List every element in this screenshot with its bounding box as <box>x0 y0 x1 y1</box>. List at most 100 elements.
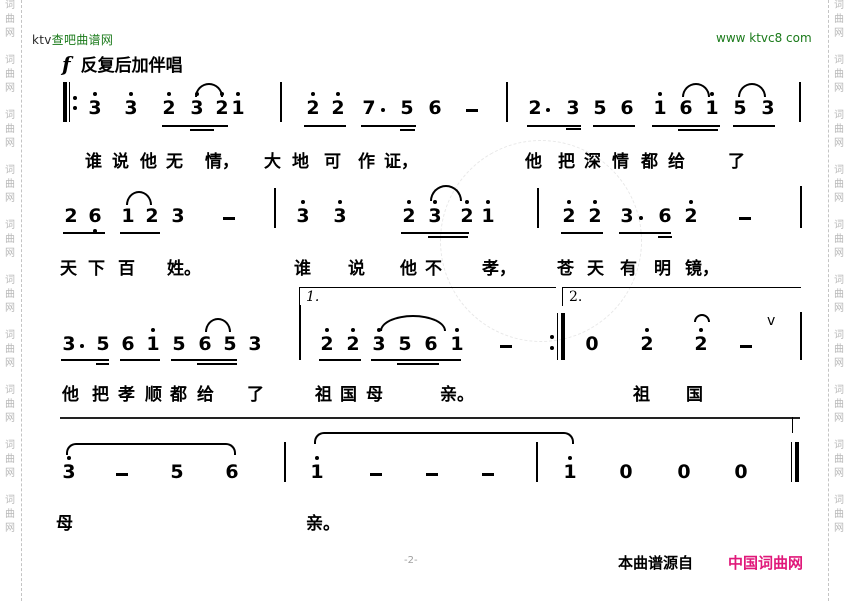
lyric: 谁 <box>85 152 102 172</box>
augmentation-dot <box>381 108 385 112</box>
note: 3 <box>248 333 262 355</box>
note: 1 <box>705 92 719 119</box>
repeat-dot <box>550 335 554 339</box>
lyric: 证， <box>384 152 418 172</box>
lyric: 孝， <box>482 259 516 279</box>
watermark-group: 词曲网 <box>834 439 844 481</box>
brand-left-name: 查吧曲谱网 <box>51 33 114 47</box>
watermark-group: 词曲网 <box>5 109 15 151</box>
source-site-link[interactable]: 中国词曲网 <box>728 554 804 572</box>
watermark-char: 网 <box>5 28 15 39</box>
note: 6 <box>679 97 693 119</box>
watermark-char: 词 <box>5 495 15 506</box>
note: 5 <box>96 333 110 355</box>
page-number: -2- <box>404 555 418 566</box>
watermark-group: 词曲网 <box>5 329 15 371</box>
slur <box>738 83 766 97</box>
augmentation-dot <box>639 216 643 220</box>
lyric: 亲。 <box>306 514 340 534</box>
beam <box>593 125 635 127</box>
beam <box>566 128 581 130</box>
fermata <box>694 314 710 322</box>
extension-dash <box>739 217 751 220</box>
note: 2 <box>64 205 78 227</box>
note: 1 <box>310 456 324 483</box>
lyric: 母 <box>56 514 73 534</box>
watermark-group: 词曲网 <box>5 164 15 206</box>
watermark-char: 网 <box>834 303 844 314</box>
watermark-char: 网 <box>834 248 844 259</box>
note: 2 <box>694 328 708 355</box>
beam <box>197 363 237 365</box>
lyric: 了 <box>728 152 745 172</box>
watermark-group: 词曲网 <box>834 164 844 206</box>
lyric: 给 <box>197 385 214 405</box>
lyric: 明 <box>654 259 671 279</box>
final-barline-thick <box>795 442 799 482</box>
brand-url[interactable]: www ktvc8 com <box>716 31 812 45</box>
barline <box>799 82 801 122</box>
watermark-group: 词曲网 <box>834 54 844 96</box>
watermark-char: 网 <box>834 523 844 534</box>
lyric: 祖 <box>633 385 650 405</box>
lyric: 苍 <box>557 259 574 279</box>
note: 0 <box>585 333 599 355</box>
note: 6 <box>88 205 102 233</box>
watermark-group: 词曲网 <box>5 274 15 316</box>
note: 2 <box>162 92 176 119</box>
lyric: 天 <box>587 259 604 279</box>
slur <box>682 83 710 97</box>
lyric: 天 <box>60 259 77 279</box>
watermark-char: 词 <box>5 440 15 451</box>
watermark-char: 曲 <box>834 509 844 520</box>
note: 7 <box>362 97 376 119</box>
beam <box>371 359 461 361</box>
beam <box>96 363 109 365</box>
beam <box>171 359 237 361</box>
note: 6 <box>424 333 438 355</box>
slur <box>126 191 152 205</box>
watermark-group: 词曲网 <box>5 494 15 536</box>
watermark-char: 曲 <box>834 344 844 355</box>
note: 3 <box>333 200 347 227</box>
lyric: 孝 <box>118 385 135 405</box>
beam <box>397 363 439 365</box>
slur-end-tick <box>792 417 793 433</box>
note: 2 <box>640 328 654 355</box>
augmentation-dot <box>546 108 550 112</box>
lyric: 母 <box>366 385 383 405</box>
beam <box>619 232 671 234</box>
lyric: 谁 <box>294 259 311 279</box>
watermark-char: 曲 <box>5 289 15 300</box>
watermark-group: 词曲网 <box>834 494 844 536</box>
beam <box>400 129 415 131</box>
note: 2 <box>562 200 576 227</box>
lyric: 亲。 <box>440 385 474 405</box>
note: 1 <box>653 92 667 119</box>
watermark-char: 词 <box>834 495 844 506</box>
lyric: 作 <box>358 152 375 172</box>
note: 1 <box>121 205 135 227</box>
watermark-char: 网 <box>5 138 15 149</box>
source-label: 本曲谱源自 <box>618 554 694 572</box>
note: 5 <box>172 333 186 355</box>
lyric: 他 <box>140 152 157 172</box>
watermark-char: 词 <box>5 275 15 286</box>
direction-text: 反复后加伴唱 <box>80 56 183 76</box>
note: 2 <box>306 92 320 119</box>
lyric: 祖 <box>315 385 332 405</box>
background-watermark <box>403 103 679 379</box>
note: 1 <box>563 456 577 483</box>
watermark-char: 网 <box>834 28 844 39</box>
right-watermark-strip: 词曲网词曲网词曲网词曲网词曲网词曲网词曲网词曲网词曲网词曲网 <box>832 0 846 601</box>
barline <box>800 186 802 228</box>
watermark-char: 词 <box>834 220 844 231</box>
note: 0 <box>734 461 748 483</box>
note: 3 <box>124 92 138 119</box>
watermark-char: 词 <box>834 385 844 396</box>
slur <box>314 432 574 444</box>
brand-left[interactable]: ktv查吧曲谱网 <box>32 31 113 48</box>
watermark-char: 词 <box>5 330 15 341</box>
watermark-group: 词曲网 <box>5 0 15 41</box>
note: 2 <box>684 200 698 227</box>
